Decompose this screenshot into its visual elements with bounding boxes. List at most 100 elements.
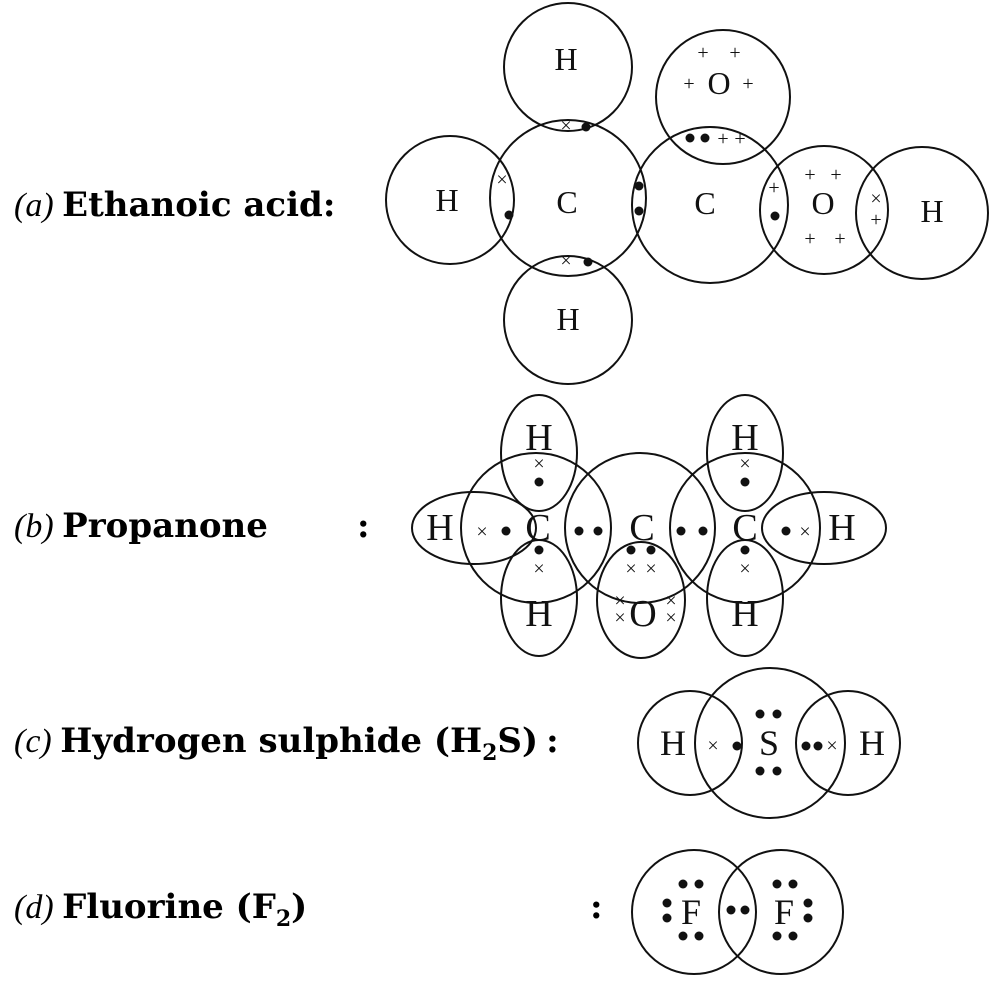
electron-plus: + [717, 128, 728, 150]
ethanoic-acid-electrons [504, 122, 780, 267]
atom-shell-h-right [855, 146, 989, 280]
label-name-end-c: S) [497, 721, 538, 761]
fluorine-electrons [662, 879, 813, 941]
electron-dot [501, 526, 511, 536]
atom-shell-h-bottom [503, 255, 633, 385]
label-paren-open-c: ( [14, 723, 28, 760]
svg-text:(c) Hydrogen sulphide (H2S):: (c) Hydrogen sulphide (H2S): [14, 721, 559, 766]
atom-shell-h-left [385, 135, 515, 265]
electron-dot [646, 545, 656, 555]
atom-shell-h-far-left [411, 491, 537, 565]
ethanoic-acid-label: (a) Ethanoic acid: [14, 185, 335, 225]
electron-dot [634, 206, 644, 216]
fluorine-atoms: F F [681, 892, 794, 932]
electron-cross: × [665, 590, 676, 612]
fluorine-structure [631, 849, 844, 975]
atom-label-c1: C [556, 184, 577, 220]
electron-dot [676, 526, 686, 536]
electron-dot [698, 526, 708, 536]
electron-cross: × [870, 188, 881, 210]
electron-cross: × [614, 590, 625, 612]
label-name-a: Ethanoic acid [62, 185, 323, 225]
svg-text:(a) Ethanoic acid:: (a) Ethanoic acid: [14, 185, 335, 225]
label-colon-d: : [590, 887, 603, 927]
electron-cross: × [533, 558, 544, 580]
electron-cross: × [533, 453, 544, 475]
label-name-d: Fluorine (F [62, 887, 276, 927]
propanone-label: (b) Propanone : [14, 506, 370, 546]
electron-dot [626, 545, 636, 555]
electron-dot [694, 879, 704, 889]
electron-dot [788, 879, 798, 889]
label-paren-open-d: ( [14, 889, 28, 926]
electron-plus: + [683, 73, 694, 95]
svg-text:(d) Fluorine (F2): (d) Fluorine (F2) [14, 887, 307, 932]
atom-shell-o-double [655, 29, 791, 165]
electron-dot [685, 133, 695, 143]
electron-cross: × [496, 169, 507, 191]
atom-shell-c2 [631, 126, 789, 284]
electron-dot [504, 210, 514, 220]
electron-dot [726, 905, 736, 915]
electron-plus: + [697, 42, 708, 64]
atom-label-s: S [759, 723, 779, 763]
electron-dot [740, 477, 750, 487]
atom-shell-h-far-right [761, 491, 887, 565]
label-tag-c: c [25, 723, 40, 760]
atom-label-h-top-right: H [731, 417, 758, 459]
atom-shell-f-left [631, 849, 757, 975]
label-name-end-d: ) [291, 887, 307, 927]
electron-dot [803, 898, 813, 908]
label-colon-c: : [546, 721, 559, 761]
atom-label-c-left: C [525, 507, 550, 549]
atom-label-h-left: H [435, 182, 458, 218]
label-name-b: Propanone [62, 506, 268, 546]
atom-shell-o [596, 541, 686, 659]
electron-dot [634, 181, 644, 191]
electron-dot [678, 931, 688, 941]
hydrogen-sulphide-crosses: × × [707, 735, 837, 757]
atom-label-o: O [629, 593, 656, 635]
electron-dot [772, 709, 782, 719]
electron-plus: + [834, 228, 845, 250]
atom-label-h-top: H [554, 41, 577, 77]
electron-dot [755, 709, 765, 719]
ethanoic-acid-structure [385, 2, 989, 385]
electron-plus: + [830, 164, 841, 186]
electron-cross: × [625, 558, 636, 580]
atom-shell-h-top-left [500, 394, 578, 512]
atom-label-h-far-right: H [828, 507, 855, 549]
electron-dot [583, 257, 593, 267]
electron-dot [593, 526, 603, 536]
atom-label-c-right: C [732, 507, 757, 549]
propanone-structure [411, 394, 887, 659]
atom-shell-h-right-c [795, 690, 901, 796]
label-tag-b: b [25, 508, 42, 545]
electron-cross: × [707, 735, 718, 757]
electron-cross: × [476, 521, 487, 543]
atom-label-h-far-left: H [426, 507, 453, 549]
electron-dot [772, 766, 782, 776]
atom-shell-c-right [669, 452, 821, 604]
ethanoic-acid-atoms: H O H C C O H H [435, 41, 943, 337]
label-paren-open-b: ( [14, 508, 28, 545]
label-paren-open-a: ( [14, 187, 28, 224]
label-sub-d: 2 [276, 906, 291, 932]
electron-cross: × [799, 521, 810, 543]
electron-cross: × [739, 453, 750, 475]
label-paren-close-a: ) [40, 187, 62, 224]
electron-dot [534, 477, 544, 487]
electron-dot [772, 931, 782, 941]
electron-dot [700, 133, 710, 143]
electron-dot [574, 526, 584, 536]
fluorine-label: (d) Fluorine (F2) : [14, 887, 603, 932]
atom-shell-f-right [718, 849, 844, 975]
atom-shell-c1 [489, 119, 647, 277]
atom-label-h-bottom-right: H [731, 593, 758, 635]
label-name-c: Hydrogen sulphide (H [60, 721, 482, 761]
electron-dot [740, 905, 750, 915]
electron-cross: × [826, 735, 837, 757]
hydrogen-sulphide-label: (c) Hydrogen sulphide (H2S): [14, 721, 559, 766]
label-tag-d: d [25, 889, 43, 926]
